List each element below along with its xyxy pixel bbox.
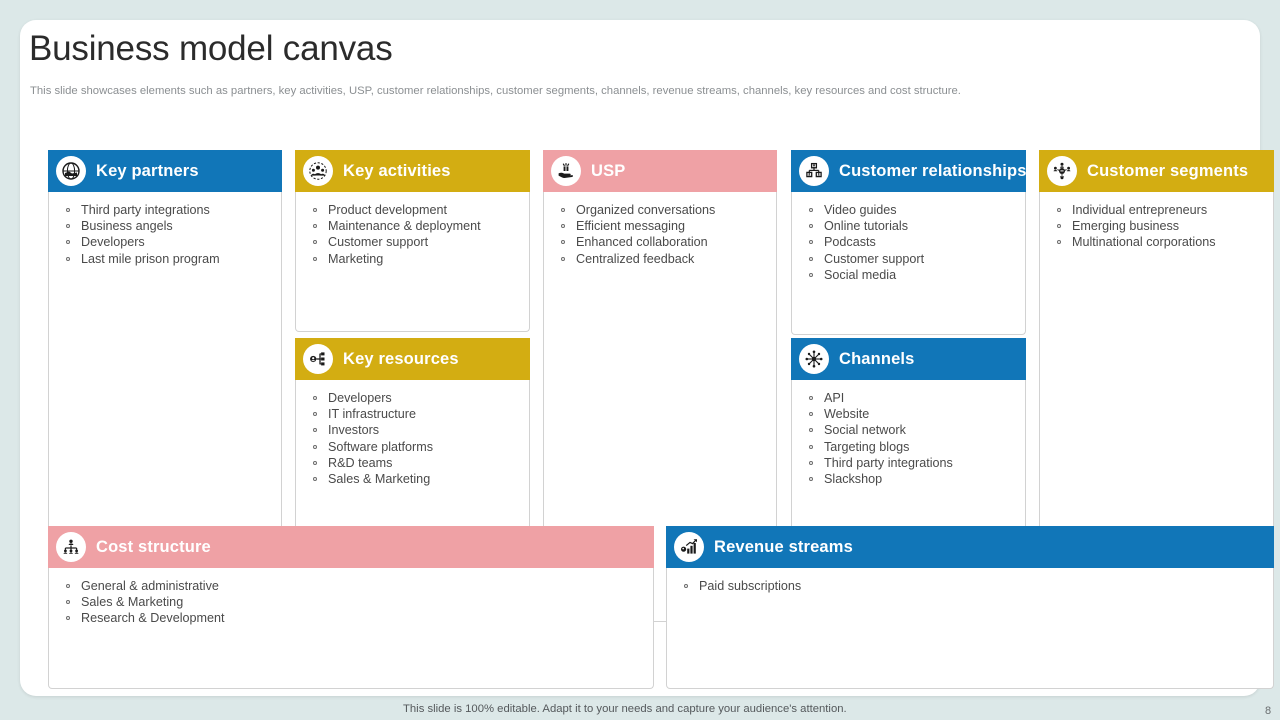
- list-item: Organized conversations: [558, 202, 776, 218]
- list-customer-segments: Individual entrepreneurs Emerging busine…: [1054, 202, 1273, 251]
- list-item: Maintenance & deployment: [310, 218, 529, 234]
- list-item: Third party integrations: [806, 455, 1025, 471]
- block-title-cost-structure: Cost structure: [96, 537, 211, 556]
- list-item: Slackshop: [806, 471, 1025, 487]
- list-item: API: [806, 390, 1025, 406]
- block-title-customer-segments: Customer segments: [1087, 161, 1249, 180]
- block-body-key-activities: Product development Maintenance & deploy…: [295, 192, 530, 332]
- hand-gift-icon: [551, 156, 581, 186]
- list-item: Website: [806, 406, 1025, 422]
- page-subtitle: This slide showcases elements such as pa…: [30, 85, 961, 97]
- list-channels: API Website Social network Targeting blo…: [806, 390, 1025, 487]
- globe-handshake-icon: [56, 156, 86, 186]
- list-item: Developers: [63, 234, 281, 250]
- block-header-customer-segments: Customer segments: [1039, 150, 1274, 192]
- list-item: Social media: [806, 267, 1025, 283]
- list-item: Customer support: [310, 234, 529, 250]
- list-item: Sales & Marketing: [63, 594, 653, 610]
- block-title-key-partners: Key partners: [96, 161, 199, 180]
- list-item: Software platforms: [310, 439, 529, 455]
- list-item: Online tutorials: [806, 218, 1025, 234]
- list-item: General & administrative: [63, 578, 653, 594]
- list-item: Investors: [310, 422, 529, 438]
- list-item: IT infrastructure: [310, 406, 529, 422]
- list-revenue-streams: Paid subscriptions: [681, 578, 1273, 594]
- list-item: Podcasts: [806, 234, 1025, 250]
- list-item: Customer support: [806, 251, 1025, 267]
- block-title-customer-relationships: Customer relationships: [839, 161, 1027, 180]
- list-item: Centralized feedback: [558, 251, 776, 267]
- people-target-icon: [1047, 156, 1077, 186]
- list-key-partners: Third party integrations Business angels…: [63, 202, 281, 267]
- list-item: R&D teams: [310, 455, 529, 471]
- block-header-usp: USP: [543, 150, 777, 192]
- block-title-key-activities: Key activities: [343, 161, 451, 180]
- list-item: Targeting blogs: [806, 439, 1025, 455]
- list-item: Emerging business: [1054, 218, 1273, 234]
- list-item: Marketing: [310, 251, 529, 267]
- resource-network-icon: [303, 344, 333, 374]
- footer-note: This slide is 100% editable. Adapt it to…: [403, 703, 847, 715]
- block-header-cost-structure: Cost structure: [48, 526, 654, 568]
- list-item: Efficient messaging: [558, 218, 776, 234]
- block-body-cost-structure: General & administrative Sales & Marketi…: [48, 568, 654, 689]
- list-item: Enhanced collaboration: [558, 234, 776, 250]
- list-item: Video guides: [806, 202, 1025, 218]
- business-model-canvas-grid: Key partners Third party integrations Bu…: [28, 130, 1274, 689]
- block-header-customer-relationships: Customer relationships: [791, 150, 1026, 192]
- list-item: Last mile prison program: [63, 251, 281, 267]
- radial-network-icon: [799, 344, 829, 374]
- slide-card: Business model canvas This slide showcas…: [20, 20, 1274, 696]
- list-customer-relationships: Video guides Online tutorials Podcasts C…: [806, 202, 1025, 283]
- list-item: Research & Development: [63, 610, 653, 626]
- list-item: Business angels: [63, 218, 281, 234]
- block-title-key-resources: Key resources: [343, 349, 459, 368]
- block-header-key-partners: Key partners: [48, 150, 282, 192]
- list-item: Developers: [310, 390, 529, 406]
- block-title-channels: Channels: [839, 349, 915, 368]
- block-header-key-resources: Key resources: [295, 338, 530, 380]
- block-body-revenue-streams: Paid subscriptions: [666, 568, 1274, 689]
- hierarchy-icon: [56, 532, 86, 562]
- list-usp: Organized conversations Efficient messag…: [558, 202, 776, 267]
- block-header-revenue-streams: Revenue streams: [666, 526, 1274, 568]
- list-item: Social network: [806, 422, 1025, 438]
- page-number: 8: [1265, 705, 1272, 717]
- list-item: Individual entrepreneurs: [1054, 202, 1273, 218]
- list-item: Product development: [310, 202, 529, 218]
- block-title-revenue-streams: Revenue streams: [714, 537, 853, 556]
- block-body-customer-relationships: Video guides Online tutorials Podcasts C…: [791, 192, 1026, 335]
- block-key-activities[interactable]: Key activities Product development Maint…: [295, 150, 530, 332]
- list-key-activities: Product development Maintenance & deploy…: [310, 202, 529, 267]
- list-key-resources: Developers IT infrastructure Investors S…: [310, 390, 529, 487]
- block-header-channels: Channels: [791, 338, 1026, 380]
- list-item: Sales & Marketing: [310, 471, 529, 487]
- block-revenue-streams[interactable]: Revenue streams Paid subscriptions: [666, 526, 1274, 689]
- list-item: Multinational corporations: [1054, 234, 1273, 250]
- block-cost-structure[interactable]: Cost structure General & administrative …: [48, 526, 654, 689]
- list-item: Paid subscriptions: [681, 578, 1273, 594]
- org-chart-icon: [799, 156, 829, 186]
- bar-chart-growth-icon: [674, 532, 704, 562]
- page-title: Business model canvas: [29, 29, 393, 68]
- list-cost-structure: General & administrative Sales & Marketi…: [63, 578, 653, 627]
- team-group-icon: [303, 156, 333, 186]
- block-header-key-activities: Key activities: [295, 150, 530, 192]
- list-item: Third party integrations: [63, 202, 281, 218]
- block-customer-relationships[interactable]: Customer relationships Video guides Onli…: [791, 150, 1026, 335]
- block-title-usp: USP: [591, 161, 626, 180]
